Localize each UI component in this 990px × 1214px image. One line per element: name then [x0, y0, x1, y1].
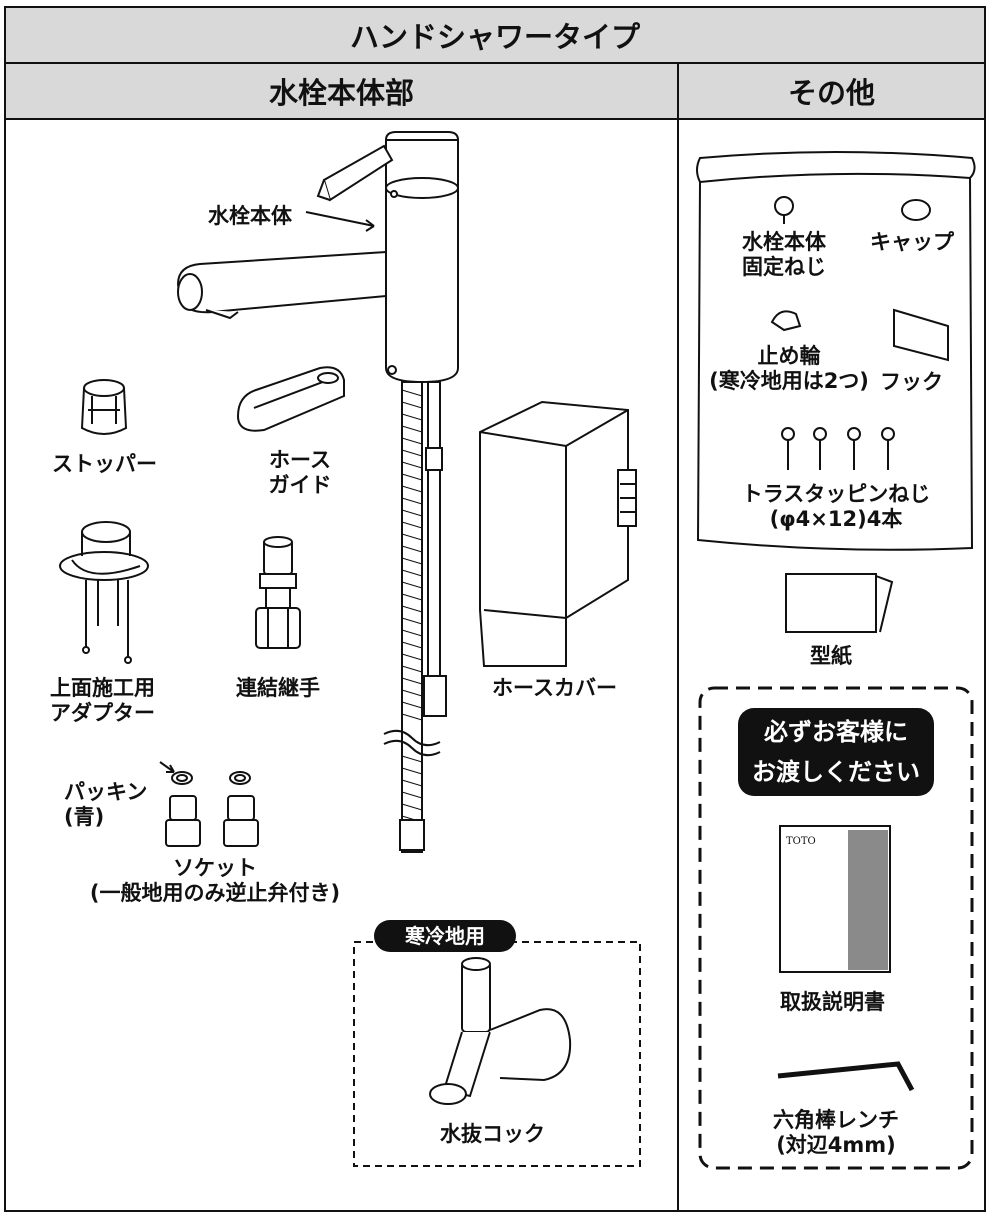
manual-label: 取扱説明書 [780, 990, 885, 1014]
hex-wrench-illustration [777, 1061, 915, 1092]
faucet-body-illustration [176, 131, 459, 384]
hose-illustration [383, 381, 447, 853]
packing-label: パッキン (青) [64, 780, 148, 830]
customer-items-box [698, 686, 974, 1170]
socket-label: ソケット (一般地用のみ逆止弁付き) [89, 856, 341, 906]
column-divider [677, 64, 679, 1210]
stopper-illustration [80, 379, 128, 435]
column-header-other: その他 [679, 64, 984, 120]
coupling-illustration [255, 536, 301, 649]
hose-guide-label: ホース ガイド [268, 448, 332, 498]
coupling-label: 連結継手 [236, 676, 320, 700]
hook-label: フック [880, 370, 943, 394]
stopper-label: ストッパー [52, 452, 157, 476]
hose-cover-illustration [479, 400, 637, 667]
template-label: 型紙 [810, 644, 852, 668]
adapter-label: 上面施工用 アダプター [50, 676, 155, 726]
cold-region-badge: 寒冷地用 [374, 920, 516, 952]
socket-illustration [159, 761, 259, 847]
manual-illustration [779, 825, 891, 973]
truss-screw-label: トラスタッピンねじ (φ4×12)4本 [741, 482, 931, 532]
retaining-ring-label: 止め輪 (寒冷地用は2つ) [709, 344, 869, 394]
accessory-bag-illustration [696, 151, 976, 551]
cap-label: キャップ [870, 230, 954, 254]
customer-notice-badge: 必ずお客様に お渡しください [738, 708, 934, 796]
column-header-faucet: 水栓本体部 [6, 64, 677, 120]
drain-cock-label: 水抜コック [440, 1122, 545, 1146]
faucet-body-label: 水栓本体 [208, 204, 292, 228]
table-title: ハンドシャワータイプ [6, 8, 984, 64]
drain-cock-illustration [429, 957, 572, 1105]
hose-guide-illustration [236, 366, 345, 432]
adapter-illustration [59, 521, 149, 664]
hex-wrench-label: 六角棒レンチ (対辺4mm) [773, 1108, 899, 1158]
template-paper-illustration [785, 573, 877, 633]
manual-brand-logo: TOTO [786, 836, 816, 847]
fixing-screw-label: 水栓本体 固定ねじ [742, 230, 826, 280]
hose-cover-label: ホースカバー [492, 676, 617, 700]
parts-list-frame: ハンドシャワータイプ 水栓本体部 その他 [4, 6, 986, 1212]
cold-region-box [353, 941, 641, 1167]
